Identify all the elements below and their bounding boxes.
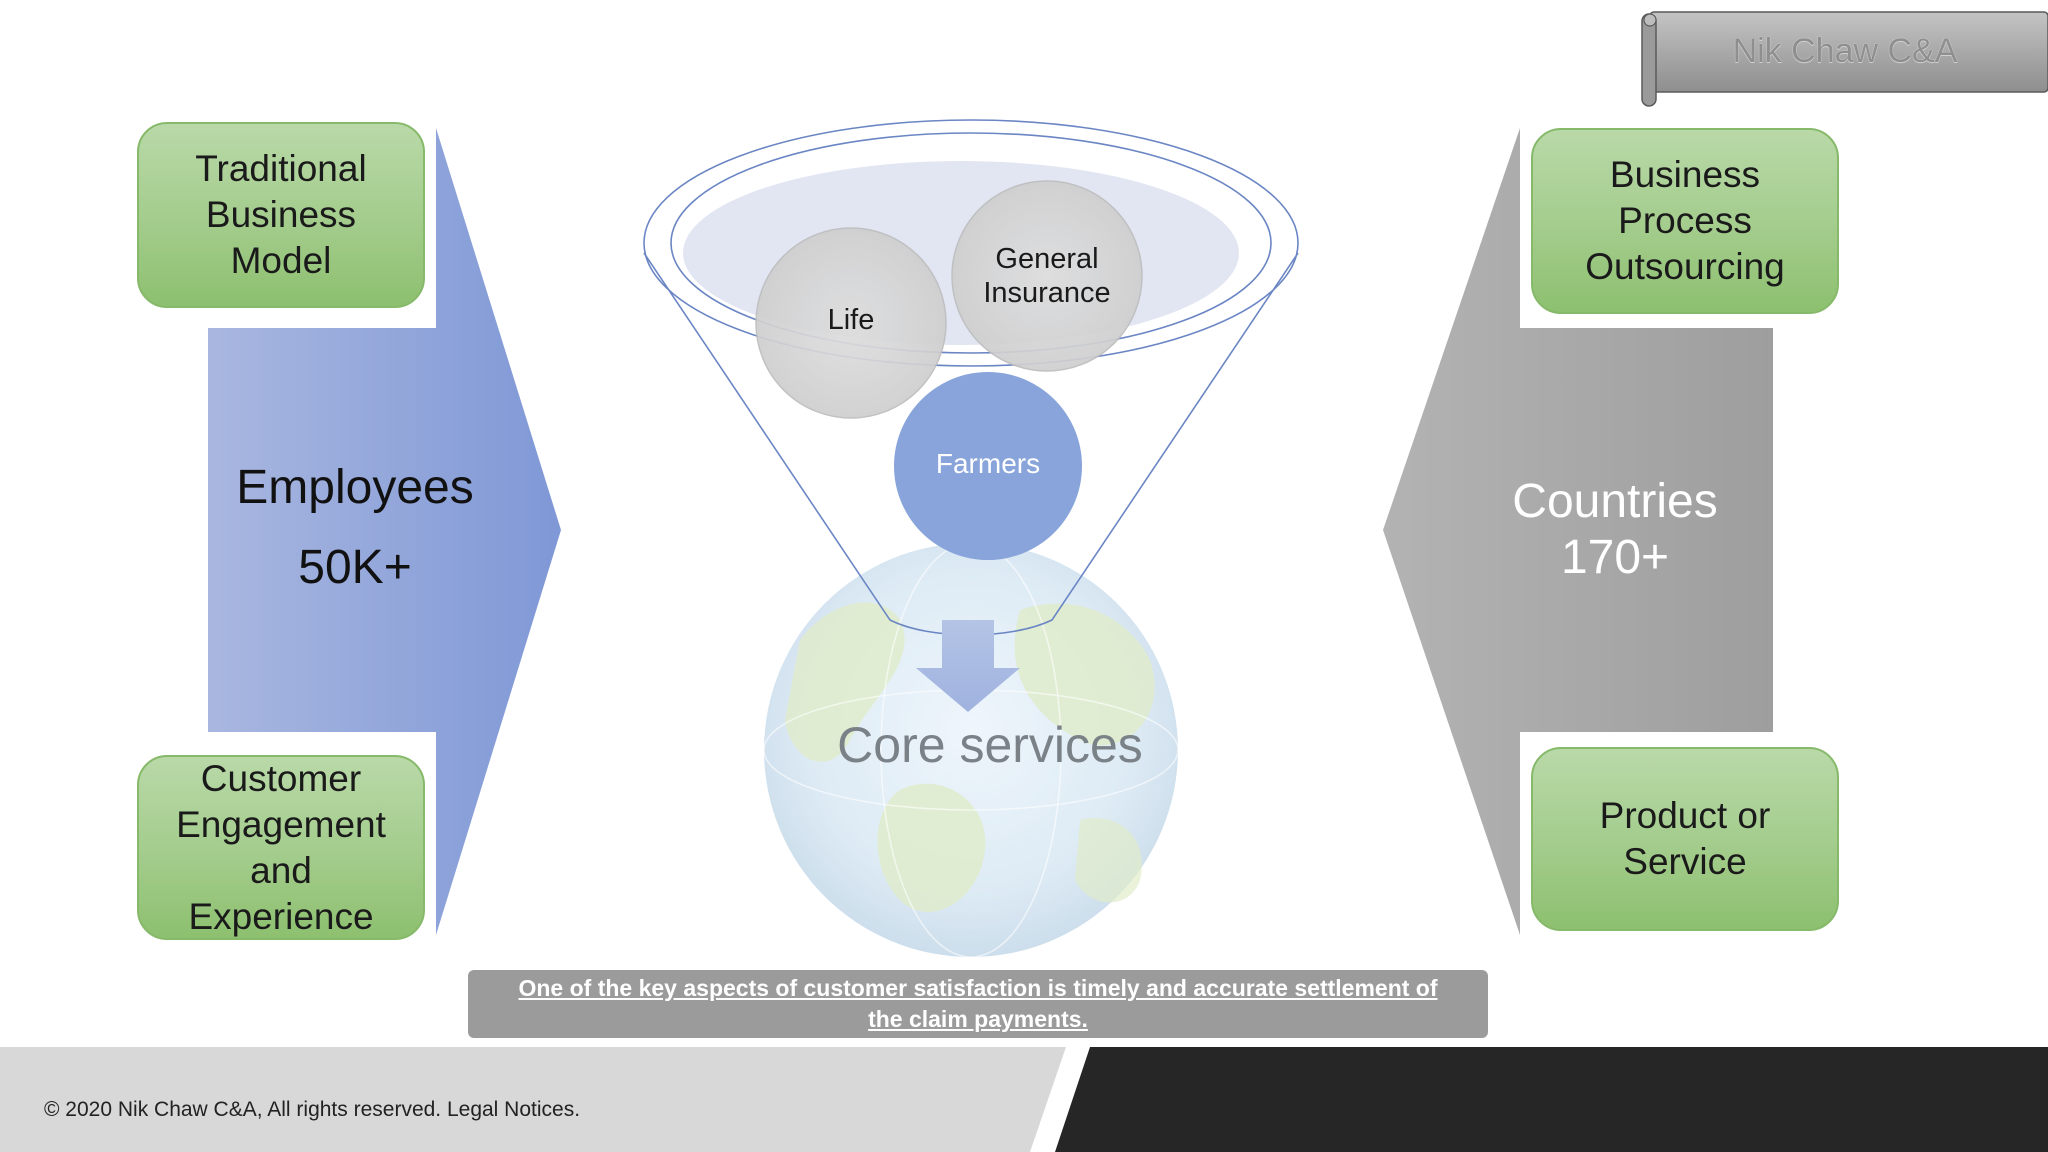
box-customer-engagement: Customer Engagement and Experience	[137, 755, 425, 940]
right-arrow-line1: Countries	[1512, 475, 1718, 528]
scroll-badge-label: Nik Chaw C&A	[1732, 31, 1958, 70]
circle-farmers-shape	[894, 372, 1082, 560]
right-arrow-line2: 170+	[1560, 531, 1670, 584]
box-business-process-outsourcing: Business Process Outsourcing	[1531, 128, 1839, 314]
left-arrow-shape	[208, 128, 561, 935]
claim-settlement-banner: One of the key aspects of customer satis…	[468, 970, 1488, 1038]
box-business-process-outsourcing-label: Business Process Outsourcing	[1585, 154, 1785, 287]
circle-farmers-label: Farmers	[935, 448, 1041, 479]
footer-dark-band	[1055, 1047, 2048, 1152]
footer-light-band	[0, 1047, 1066, 1152]
circle-life-shape	[755, 227, 947, 419]
box-traditional-business-model-label: Traditional Business Model	[195, 148, 367, 281]
circle-life-label: Life	[827, 304, 875, 336]
box-product-or-service: Product or Service	[1531, 747, 1839, 931]
left-arrow-line2: 50K+	[298, 541, 412, 594]
box-customer-engagement-label: Customer Engagement and Experience	[176, 757, 386, 937]
down-arrow-shape	[916, 620, 1020, 712]
box-traditional-business-model: Traditional Business Model	[137, 122, 425, 308]
right-arrow-shape	[1383, 128, 1773, 935]
left-arrow-line1: Employees	[236, 461, 474, 514]
box-product-or-service-label: Product or Service	[1599, 795, 1771, 882]
footer-copyright: © 2020 Nik Chaw C&A, All rights reserved…	[44, 1098, 581, 1121]
globe-graphic	[763, 542, 1179, 958]
circle-general-shape	[951, 180, 1143, 372]
claim-settlement-banner-text: One of the key aspects of customer satis…	[518, 975, 1438, 1032]
circle-general-label: General Insurance	[983, 243, 1111, 309]
globe-label: Core services	[837, 717, 1143, 773]
scroll-badge-shape	[1641, 11, 2048, 107]
